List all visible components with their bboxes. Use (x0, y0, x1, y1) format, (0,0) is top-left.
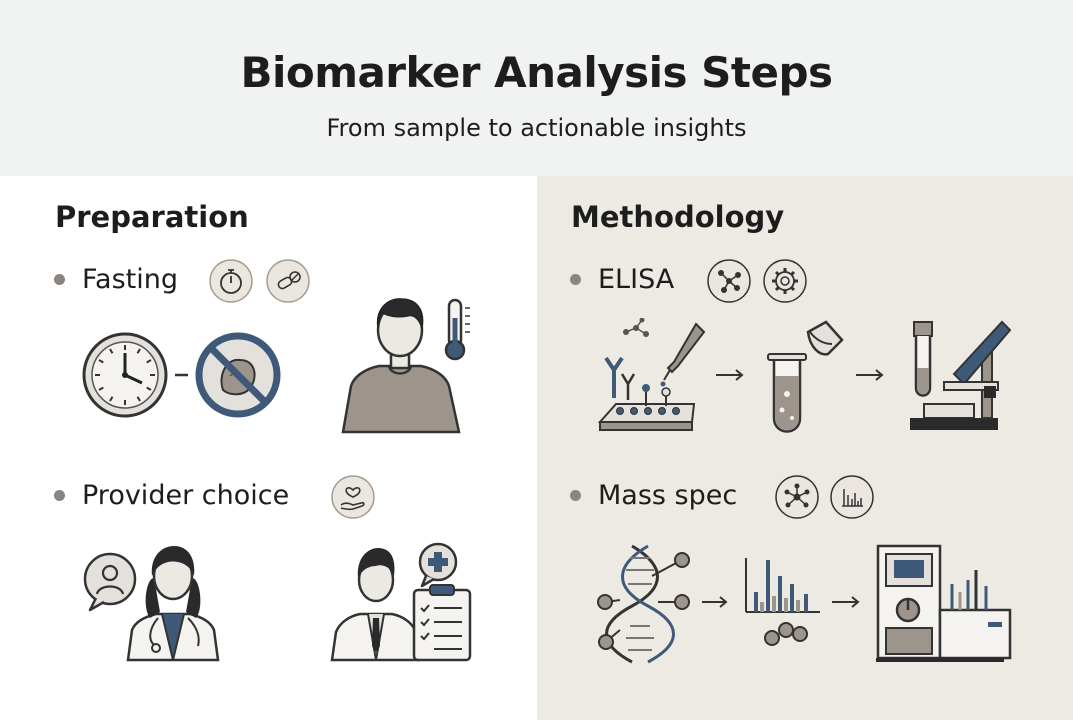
elisa-workflow-illustration (597, 318, 1012, 433)
list-item-fasting: Fasting (54, 264, 178, 295)
male-doctor-icon (330, 548, 420, 662)
item-label-mass-spec: Mass spec (598, 480, 738, 511)
arrow-icon (832, 596, 860, 608)
page-title: Biomarker Analysis Steps (240, 48, 833, 97)
bullet (54, 274, 65, 285)
page-subtitle: From sample to actionable insights (326, 114, 747, 142)
arrow-icon (856, 369, 884, 381)
spectrum-bars-icon (830, 475, 874, 519)
list-item-elisa: ELISA (570, 264, 674, 295)
list-item-provider-choice: Provider choice (54, 480, 289, 511)
arrow-icon (702, 596, 728, 608)
spectrum-chart-icon (745, 558, 820, 646)
no-food-icon (195, 332, 281, 418)
patient-thermometer-illustration (341, 298, 470, 434)
doctor-consultation-illustration (83, 546, 220, 662)
medical-cross-bubble-icon (418, 542, 458, 588)
elisa-plate-pipette-icon (597, 318, 706, 431)
item-label-provider-choice: Provider choice (82, 480, 290, 511)
patient-icon (341, 298, 461, 434)
pills-icon (266, 259, 310, 303)
item-label-elisa: ELISA (598, 264, 675, 295)
mass-spec-workflow-illustration (597, 544, 1012, 664)
stopwatch-icon (209, 259, 253, 303)
header: Biomarker Analysis Steps From sample to … (0, 0, 1073, 176)
list-item-mass-spec: Mass spec (570, 480, 737, 511)
bullet (570, 274, 581, 285)
microscope-icon (910, 320, 1012, 430)
methodology-title: Methodology (571, 200, 785, 234)
speech-bubble-person-icon (83, 552, 137, 612)
bullet (570, 490, 581, 501)
clock-no-food-illustration (82, 332, 281, 418)
item-label-fasting: Fasting (82, 264, 179, 295)
female-doctor-icon (126, 546, 220, 662)
caring-hand-heart-icon (331, 475, 375, 519)
gear-icon (763, 259, 807, 303)
dna-icon (597, 544, 690, 664)
network-molecule-icon (775, 475, 819, 519)
doctor-clipboard-illustration (330, 542, 472, 662)
test-tube-icon (767, 320, 844, 433)
bullet (54, 490, 65, 501)
clipboard-checklist-icon (412, 584, 472, 662)
clock-icon (82, 332, 168, 418)
arrow-icon (716, 369, 744, 381)
thermometer-icon (444, 298, 470, 361)
mass-spectrometer-icon (876, 544, 1012, 662)
preparation-title: Preparation (55, 200, 249, 234)
molecule-icon (707, 259, 751, 303)
